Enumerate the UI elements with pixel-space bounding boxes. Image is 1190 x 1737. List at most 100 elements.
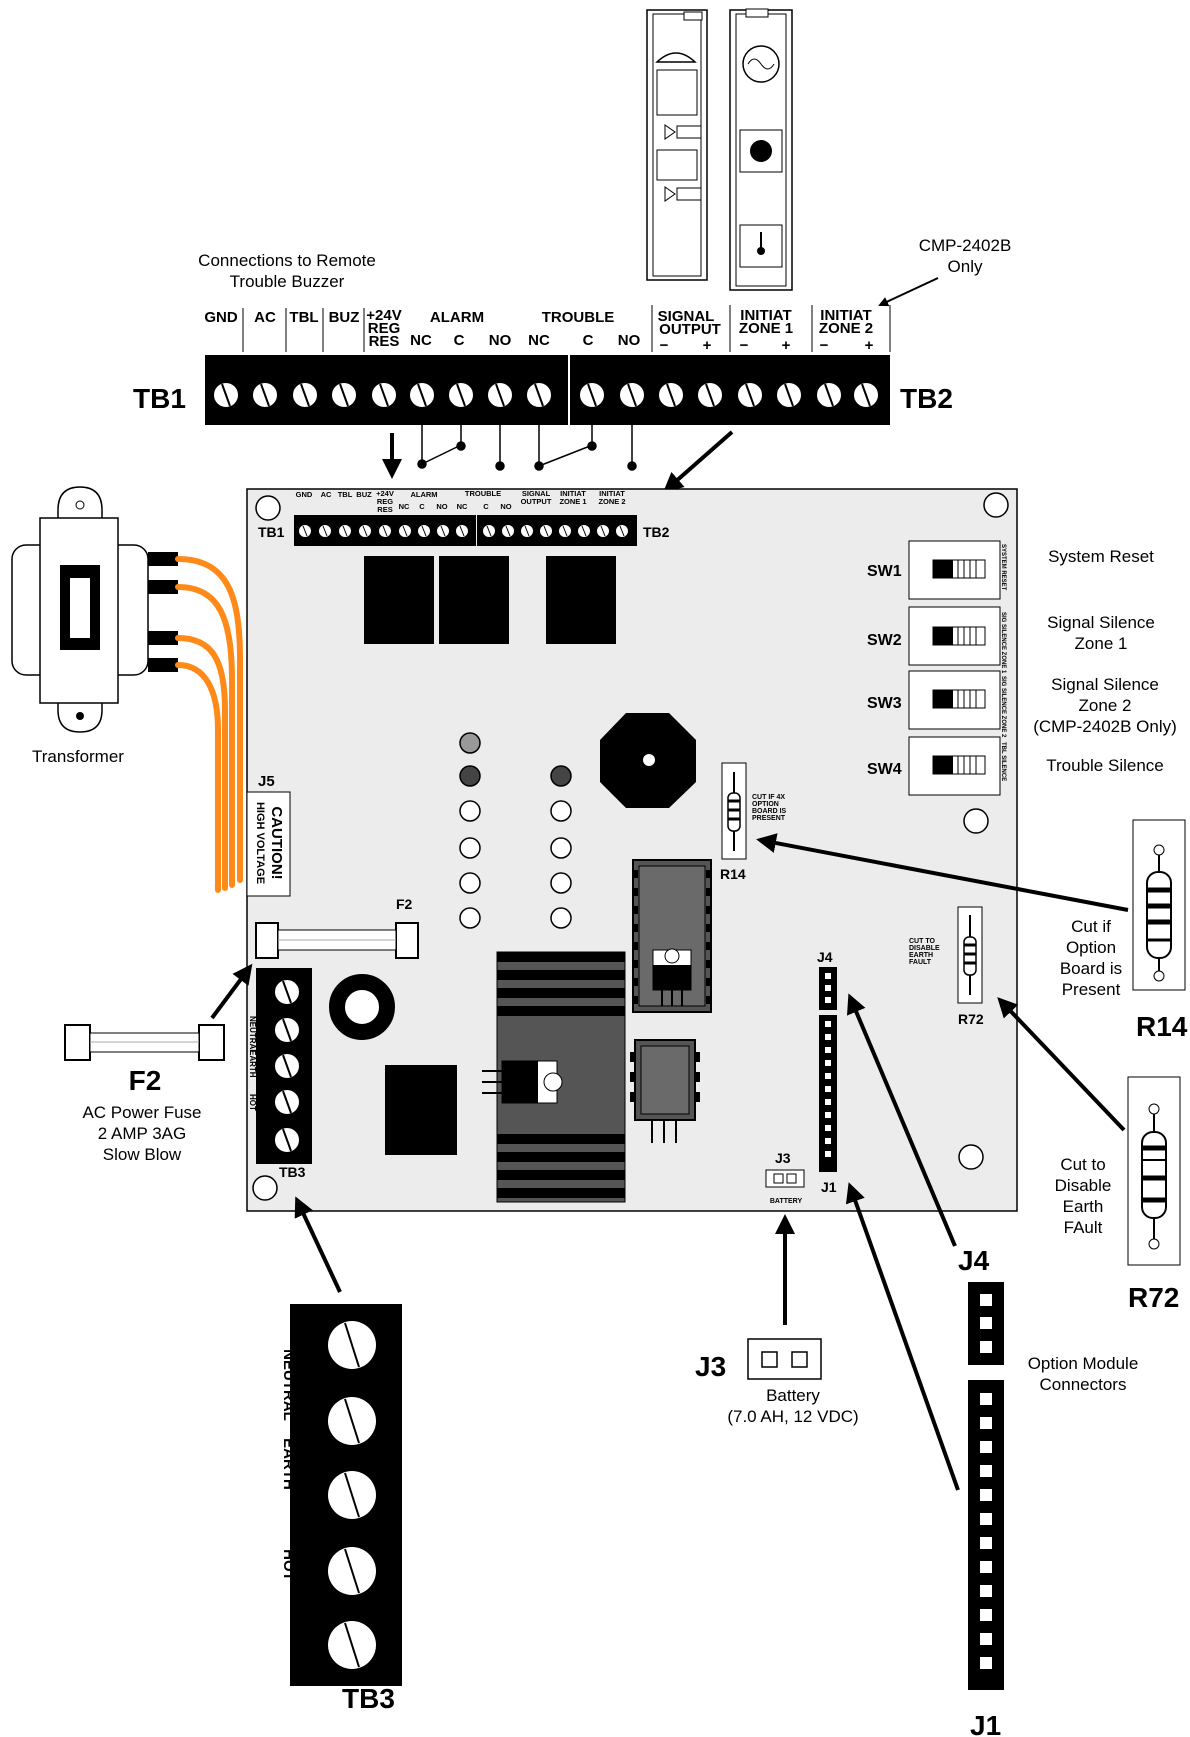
- board-tb1-label: TB1: [258, 524, 285, 540]
- high-voltage-text: HIGH VOLTAGE: [254, 802, 266, 884]
- svg-text:INITIAT: INITIAT: [560, 489, 586, 498]
- svg-text:NO: NO: [489, 332, 512, 349]
- svg-text:GND: GND: [296, 490, 313, 499]
- svg-text:Signal Silence: Signal Silence: [1051, 675, 1159, 694]
- board-r72-label: R72: [958, 1011, 984, 1027]
- svg-text:EARTH: EARTH: [909, 952, 933, 959]
- svg-text:+: +: [703, 337, 712, 354]
- svg-text:RES: RES: [377, 505, 392, 514]
- svg-text:ZONE 2: ZONE 2: [598, 497, 625, 506]
- microcontroller-chip: [632, 859, 712, 1013]
- switch-sw1[interactable]: [908, 540, 1001, 600]
- svg-text:ZONE 2: ZONE 2: [819, 320, 873, 337]
- board-r14-label: R14: [720, 866, 746, 882]
- svg-text:SYSTEM RESET: SYSTEM RESET: [1000, 544, 1006, 591]
- r72-detail-desc: Cut to Disable Earth FAult: [1055, 1155, 1112, 1237]
- board-tb2-label: TB2: [643, 524, 670, 540]
- svg-text:BUZ: BUZ: [329, 309, 360, 326]
- notification-devices-strip: [646, 9, 708, 281]
- r14-detail-resistor: [1132, 819, 1186, 991]
- svg-text:SW2: SW2: [867, 632, 902, 649]
- svg-text:SIGNAL: SIGNAL: [522, 489, 551, 498]
- svg-text:FAULT: FAULT: [909, 959, 932, 966]
- board-tb3-earth: EARTH: [248, 1050, 257, 1078]
- j3-detail-desc-line2: (7.0 AH, 12 VDC): [727, 1407, 858, 1426]
- svg-text:C: C: [483, 502, 489, 511]
- svg-text:NEUTRAL: NEUTRAL: [280, 1349, 297, 1421]
- board-j3: [765, 1169, 805, 1188]
- board-tb3-hot: HOT: [248, 1094, 257, 1111]
- tb1-title: TB1: [133, 383, 186, 414]
- svg-text:TBL: TBL: [289, 309, 318, 326]
- svg-text:SW3: SW3: [867, 695, 902, 712]
- r72-detail-title: R72: [1128, 1282, 1179, 1313]
- board-tb-header-labels: GND AC TBL BUZ +24V REG RES ALARM NC C N…: [296, 489, 626, 514]
- svg-text:SIGNAL: SIGNAL: [658, 308, 715, 325]
- relay-contacts-schematic: [417, 425, 637, 471]
- tb2-terminal-block: [570, 355, 890, 425]
- svg-text:Disable: Disable: [1055, 1176, 1112, 1195]
- svg-text:Cut to: Cut to: [1060, 1155, 1105, 1174]
- svg-text:+24V: +24V: [376, 489, 394, 498]
- board-j3-label: J3: [775, 1150, 791, 1166]
- r14-detail-desc: Cut if Option Board is Present: [1060, 917, 1122, 999]
- svg-text:OPTION: OPTION: [752, 801, 779, 808]
- svg-text:ZONE 1: ZONE 1: [559, 497, 586, 506]
- svg-text:SIG SILENCE ZONE 2: SIG SILENCE ZONE 2: [1000, 676, 1006, 738]
- svg-text:DISABLE: DISABLE: [909, 945, 940, 952]
- svg-text:Slow Blow: Slow Blow: [103, 1145, 182, 1164]
- tb3-detail-title: TB3: [342, 1683, 395, 1714]
- svg-text:CUT TO: CUT TO: [909, 938, 935, 945]
- transformer-wires: [175, 556, 243, 893]
- board-f2-label: F2: [396, 896, 413, 912]
- cmp-only-note-line2: Only: [948, 257, 983, 276]
- svg-text:AC: AC: [321, 490, 332, 499]
- svg-text:TROUBLE: TROUBLE: [542, 309, 615, 326]
- board-tb2: [477, 515, 637, 546]
- svg-text:−: −: [740, 337, 749, 354]
- svg-text:ZONE 1: ZONE 1: [739, 320, 793, 337]
- tb3-detail-labels: NEUTRAL EARTH HOT: [280, 1349, 297, 1581]
- svg-text:HOT: HOT: [280, 1549, 297, 1581]
- board-j4-label: J4: [817, 949, 833, 965]
- r14-detail-title: R14: [1136, 1011, 1188, 1042]
- fuse-detail-desc: AC Power Fuse 2 AMP 3AG Slow Blow: [82, 1103, 201, 1164]
- svg-text:C: C: [419, 502, 425, 511]
- toroid-inductor: [329, 974, 395, 1040]
- svg-text:NO: NO: [500, 502, 511, 511]
- tb3-detail: [290, 1304, 402, 1686]
- j3-detail-title: J3: [695, 1351, 726, 1382]
- svg-text:FAult: FAult: [1064, 1218, 1103, 1237]
- option-module-line2: Connectors: [1040, 1375, 1127, 1394]
- svg-text:Signal Silence: Signal Silence: [1047, 613, 1155, 632]
- svg-text:INITIAT: INITIAT: [820, 307, 871, 324]
- svg-text:(CMP-2402B Only): (CMP-2402B Only): [1033, 717, 1177, 736]
- board-j1: [819, 1015, 837, 1172]
- switch-sw3[interactable]: [908, 670, 1001, 730]
- remote-buzzer-note-line2: Trouble Buzzer: [230, 272, 345, 291]
- svg-text:OUTPUT: OUTPUT: [659, 321, 721, 338]
- mounting-holes: [252, 492, 1009, 1201]
- svg-text:EARTH: EARTH: [280, 1438, 297, 1490]
- svg-text:NC: NC: [410, 332, 432, 349]
- svg-text:AC: AC: [254, 309, 276, 326]
- switch-sw2[interactable]: [908, 606, 1001, 666]
- board-j1-label: J1: [821, 1179, 837, 1195]
- svg-text:PRESENT: PRESENT: [752, 815, 786, 822]
- tb2-title: TB2: [900, 383, 953, 414]
- switch-descriptions: System Reset Signal Silence Zone 1 Signa…: [1033, 547, 1177, 775]
- j1-detail-connector: [968, 1380, 1004, 1690]
- switch-sw4[interactable]: [908, 736, 1001, 796]
- control-board: [246, 488, 1018, 1212]
- svg-text:NO: NO: [436, 502, 447, 511]
- svg-text:TBL: TBL: [338, 490, 353, 499]
- remote-buzzer-note-line1: Connections to Remote: [198, 251, 376, 270]
- transformer-label: Transformer: [32, 747, 124, 766]
- initiating-devices-strip: [729, 8, 793, 291]
- svg-text:REG: REG: [368, 320, 401, 337]
- svg-text:BOARD IS: BOARD IS: [752, 808, 787, 815]
- tb1-header-labels: GND AC TBL BUZ +24V REG RES ALARM NC C N…: [204, 307, 641, 352]
- fuse-detail: [64, 1024, 225, 1061]
- svg-text:System Reset: System Reset: [1048, 547, 1154, 566]
